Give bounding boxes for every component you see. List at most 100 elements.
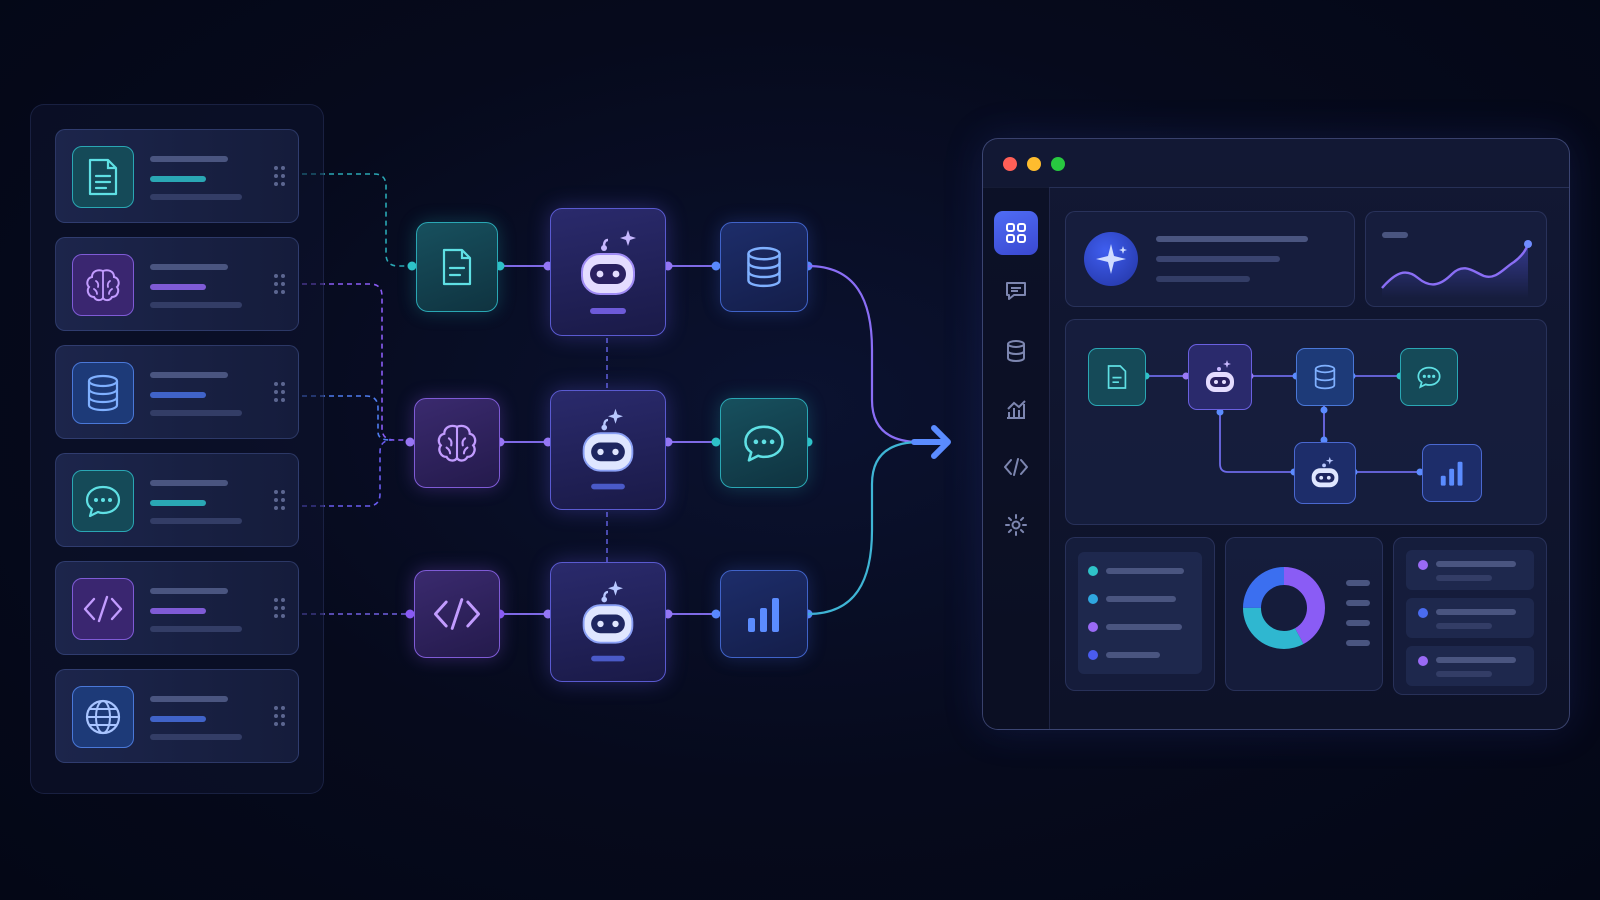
- mini-node-chart[interactable]: [1422, 444, 1482, 502]
- legend-dot: [1088, 594, 1098, 604]
- flow-node-chat[interactable]: [720, 398, 808, 488]
- robot-icon: [1206, 360, 1234, 392]
- drag-handle-icon[interactable]: [274, 706, 286, 728]
- card-line: [150, 284, 206, 290]
- chart-icon[interactable]: [998, 391, 1034, 427]
- document-icon: [72, 146, 134, 208]
- robot-icon: [1311, 456, 1339, 488]
- legend-dot: [1088, 566, 1098, 576]
- drag-handle-icon[interactable]: [274, 382, 286, 404]
- database-icon: [72, 362, 134, 424]
- card-line: [150, 480, 228, 486]
- flow-node-chart[interactable]: [720, 570, 808, 658]
- flow-node-database[interactable]: [720, 222, 808, 312]
- legend-line: [1106, 624, 1182, 630]
- card-line: [150, 696, 228, 702]
- database-icon: [1314, 364, 1336, 390]
- card-line: [150, 500, 206, 506]
- summary-line: [1156, 276, 1250, 282]
- legend-dot: [1088, 650, 1098, 660]
- trend-label-line: [1382, 232, 1408, 238]
- donut-chart: [1243, 567, 1325, 649]
- bar-chart-icon: [1440, 461, 1463, 486]
- chat-icon: [72, 470, 134, 532]
- card-line: [150, 588, 228, 594]
- link-document: [302, 173, 412, 267]
- code-icon: [72, 578, 134, 640]
- mini-node-robot-2[interactable]: [1294, 442, 1356, 504]
- legend-panel: [1065, 537, 1215, 691]
- code-icon[interactable]: [998, 449, 1034, 485]
- globe-icon: [72, 686, 134, 748]
- palette-card-document[interactable]: [55, 129, 299, 223]
- document-icon: [1107, 365, 1127, 389]
- mini-node-chat[interactable]: [1400, 348, 1458, 406]
- drag-handle-icon[interactable]: [274, 598, 286, 620]
- code-icon: [433, 598, 481, 630]
- database-icon[interactable]: [998, 333, 1034, 369]
- settings-icon[interactable]: [998, 507, 1034, 543]
- agent-node-3[interactable]: [550, 562, 666, 682]
- activity-item[interactable]: [1406, 598, 1534, 638]
- card-line: [150, 518, 242, 524]
- agent-node-2[interactable]: [550, 390, 666, 510]
- flow-node-code[interactable]: [414, 570, 500, 658]
- database-icon: [747, 246, 781, 288]
- trend-sparkline: [1381, 240, 1532, 298]
- activity-panel: [1393, 537, 1547, 695]
- mini-node-database[interactable]: [1296, 348, 1354, 406]
- summary-line: [1156, 256, 1280, 262]
- drag-handle-icon[interactable]: [274, 490, 286, 512]
- summary-panel: [1065, 211, 1355, 307]
- brain-icon: [72, 254, 134, 316]
- card-line: [150, 264, 228, 270]
- card-line: [150, 176, 206, 182]
- palette-card-code[interactable]: [55, 561, 299, 655]
- dashboard-window: [982, 138, 1570, 730]
- activity-item[interactable]: [1406, 550, 1534, 590]
- card-line: [150, 734, 242, 740]
- link-chat: [302, 439, 393, 507]
- card-line: [150, 194, 242, 200]
- robot-icon: [581, 230, 636, 314]
- mini-flow-panel: [1065, 319, 1547, 525]
- agent-node-1[interactable]: [550, 208, 666, 336]
- drag-handle-icon[interactable]: [274, 166, 286, 188]
- mini-node-document[interactable]: [1088, 348, 1146, 406]
- document-icon: [442, 248, 472, 286]
- legend-dot: [1088, 622, 1098, 632]
- card-line: [150, 372, 228, 378]
- link-database: [302, 395, 391, 441]
- palette-card-globe[interactable]: [55, 669, 299, 763]
- legend-list: [1078, 552, 1202, 674]
- brain-icon: [437, 424, 477, 462]
- palette-card-chat[interactable]: [55, 453, 299, 547]
- card-line: [150, 410, 242, 416]
- card-line: [150, 156, 228, 162]
- drag-handle-icon[interactable]: [274, 274, 286, 296]
- card-line: [150, 608, 206, 614]
- chat-icon: [1417, 366, 1441, 389]
- donut-label-line: [1346, 640, 1370, 646]
- palette-card-brain[interactable]: [55, 237, 299, 331]
- arrow-right-icon: [911, 425, 951, 459]
- maximize-dot[interactable]: [1051, 157, 1065, 171]
- legend-line: [1106, 568, 1184, 574]
- donut-panel: [1225, 537, 1383, 691]
- flow-node-document[interactable]: [416, 222, 498, 312]
- chat-icon[interactable]: [998, 273, 1034, 309]
- palette-card-database[interactable]: [55, 345, 299, 439]
- close-dot[interactable]: [1003, 157, 1017, 171]
- robot-icon: [582, 580, 634, 662]
- flow-node-brain[interactable]: [414, 398, 500, 488]
- link-brain: [302, 283, 412, 441]
- grid-icon[interactable]: [994, 211, 1038, 255]
- merge-curve-top: [807, 264, 921, 444]
- donut-segment-2: [1243, 567, 1325, 649]
- merge-curve-bot: [807, 440, 921, 616]
- sparkle-icon: [1084, 232, 1138, 286]
- activity-item[interactable]: [1406, 646, 1534, 686]
- mini-node-robot[interactable]: [1188, 344, 1252, 410]
- minimize-dot[interactable]: [1027, 157, 1041, 171]
